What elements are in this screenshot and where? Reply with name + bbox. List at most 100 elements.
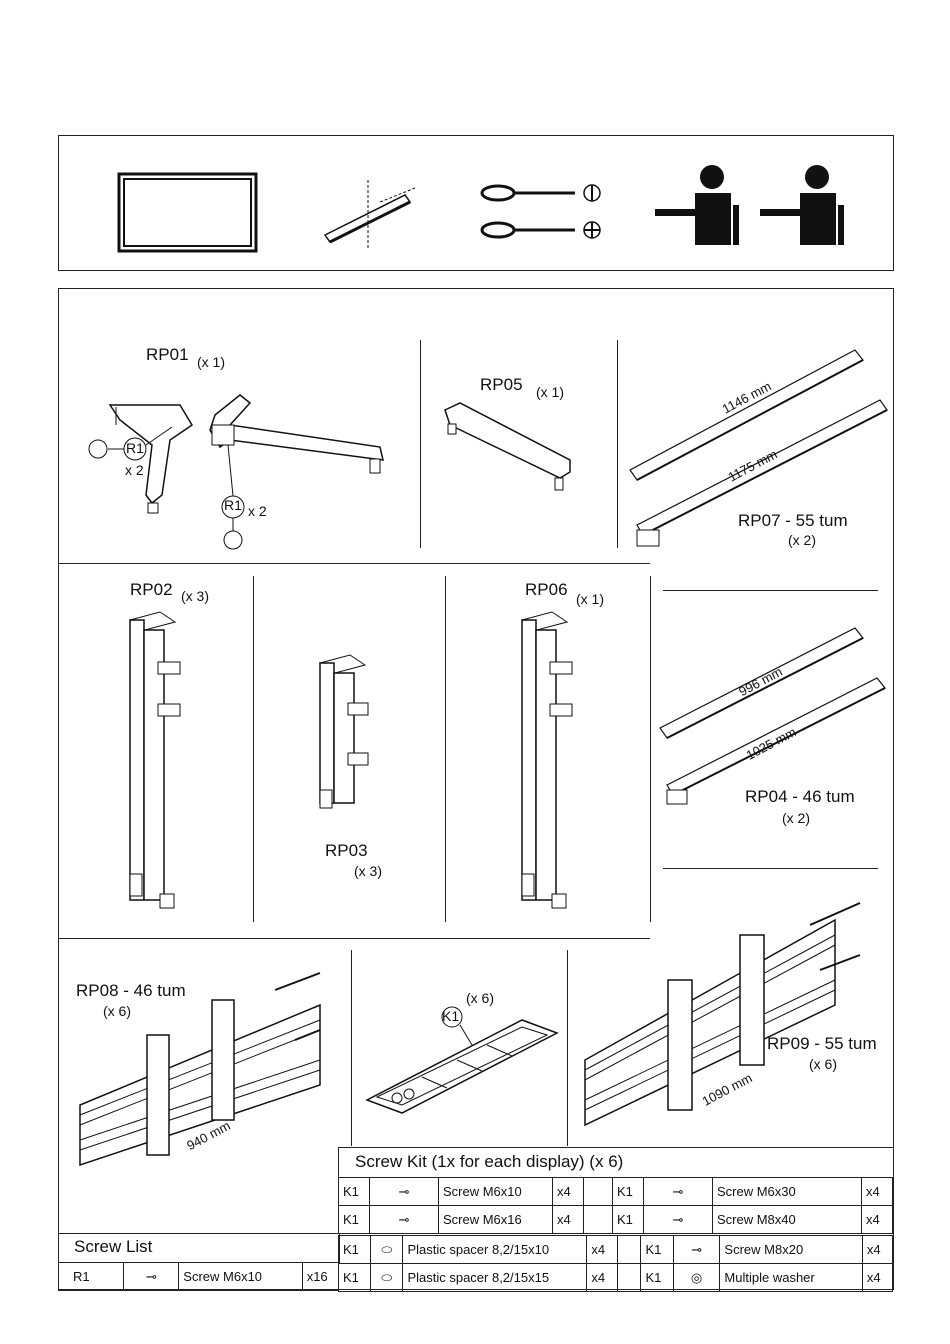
qty-cell: x4 [552, 1205, 584, 1234]
rp09-name: RP09 - 55 tum [767, 1034, 877, 1053]
desc-cell: Plastic spacer 8,2/15x10 [402, 1235, 588, 1264]
screw-medium-icon: ⊸ [369, 1205, 439, 1234]
qty-cell: x4 [861, 1205, 893, 1234]
two-persons-icon [655, 165, 844, 245]
rp01-screw-qty-1: x 2 [125, 462, 144, 478]
rp08-name: RP08 - 46 tum [76, 981, 186, 1000]
rp05-qty: (x 1) [536, 384, 564, 400]
spacer-cell [583, 1205, 613, 1234]
screw-long-icon: ⊸ [643, 1177, 713, 1206]
rp04-drawing [659, 627, 886, 805]
rp05-name: RP05 [480, 375, 523, 394]
rp03-name: RP03 [325, 841, 368, 860]
code-cell: K1 [640, 1263, 674, 1292]
rp06-name: RP06 [525, 580, 568, 599]
rp03-qty: (x 3) [354, 863, 382, 879]
code-cell: R1 [57, 1262, 125, 1291]
desc-cell: Plastic spacer 8,2/15x15 [402, 1263, 588, 1292]
rp04-qty: (x 2) [782, 810, 810, 826]
screw-kit-table: K1 ⊸ Screw M6x10 x4 K1 ⊸ Screw M6x30 x4 … [338, 1177, 893, 1234]
rp04-name: RP04 - 46 tum [745, 787, 855, 806]
spacer-icon: ⬭ [370, 1263, 404, 1292]
qty-cell: x16 [301, 1262, 340, 1291]
divider [445, 576, 446, 922]
screw-kit-box-drawing [365, 1006, 559, 1114]
phillips-screwdriver-icon [480, 221, 601, 239]
code-cell: K1 [612, 1205, 644, 1234]
rp01-qty: (x 1) [197, 354, 225, 370]
spacer-cell [616, 1235, 642, 1264]
desc-cell: Screw M8x20 [719, 1235, 863, 1264]
desc-cell: Screw M6x16 [438, 1205, 553, 1234]
qty-cell: x4 [552, 1177, 584, 1206]
tools-panel [58, 135, 894, 271]
spacer-icon: ⬭ [370, 1235, 404, 1264]
rp09-qty: (x 6) [809, 1056, 837, 1072]
rp01-screw-qty-2: x 2 [248, 503, 267, 519]
code-cell: K1 [612, 1177, 644, 1206]
rp06-drawing [520, 611, 573, 909]
qty-cell: x4 [861, 1263, 894, 1292]
divider [58, 938, 650, 939]
rp02-name: RP02 [130, 580, 173, 599]
desc-cell: Multiple washer [719, 1263, 863, 1292]
washer-icon: ◎ [672, 1263, 721, 1292]
code-cell: K1 [338, 1205, 370, 1234]
code-cell: K1 [337, 1235, 372, 1264]
divider [617, 340, 618, 548]
divider [420, 340, 421, 548]
spacer-cell [616, 1263, 642, 1292]
desc-cell: Screw M6x10 [178, 1262, 303, 1291]
spacer-cell [583, 1177, 613, 1206]
spirit-level-icon [323, 180, 416, 248]
divider [650, 576, 651, 922]
table-row: K1 ⊸ Screw M6x16 x4 K1 ⊸ Screw M8x40 x4 [338, 1205, 893, 1234]
rp06-qty: (x 1) [576, 591, 604, 607]
desc-cell: Screw M6x10 [438, 1177, 553, 1206]
screw-kit-title: Screw Kit (1x for each display) (x 6) [355, 1152, 624, 1171]
table-row: K1 ⊸ Screw M6x10 x4 K1 ⊸ Screw M6x30 x4 [338, 1177, 893, 1206]
screw-kit-table-lower: K1 ⬭ Plastic spacer 8,2/15x10 x4 K1 ⊸ Sc… [337, 1235, 894, 1292]
divider [663, 868, 878, 869]
screw-short-icon: ⊸ [123, 1262, 180, 1291]
table-row: K1 ⬭ Plastic spacer 8,2/15x15 x4 K1 ◎ Mu… [337, 1263, 894, 1292]
qty-cell: x4 [586, 1235, 618, 1264]
desc-cell: Screw M6x30 [712, 1177, 862, 1206]
k1-label: K1 [442, 1008, 460, 1024]
qty-cell: x4 [586, 1263, 618, 1292]
divider [567, 950, 568, 1146]
rp07-qty: (x 2) [788, 532, 816, 548]
table-row: K1 ⬭ Plastic spacer 8,2/15x10 x4 K1 ⊸ Sc… [337, 1235, 894, 1264]
table-row: R1 ⊸ Screw M6x10 x16 [57, 1262, 340, 1291]
screw-short-icon: ⊸ [672, 1235, 721, 1264]
display-frame-icon [117, 172, 258, 253]
qty-cell: x4 [861, 1235, 894, 1264]
screw-list-table: R1 ⊸ Screw M6x10 x16 [57, 1262, 340, 1291]
rp02-drawing [128, 611, 181, 909]
divider [58, 563, 650, 564]
code-cell: K1 [338, 1177, 370, 1206]
divider [351, 950, 352, 1146]
divider [253, 576, 254, 922]
desc-cell: Screw M8x40 [712, 1205, 862, 1234]
rp09-drawing [584, 902, 861, 1127]
code-cell: K1 [337, 1263, 372, 1292]
rp02-qty: (x 3) [181, 588, 209, 604]
rp01-screw-label-1: R1 [126, 440, 144, 456]
rp05-drawing [444, 402, 571, 491]
rp08-drawing [79, 972, 321, 1167]
code-cell: K1 [640, 1235, 674, 1264]
rp07-name: RP07 - 55 tum [738, 511, 848, 530]
rp01-screw-label-2: R1 [224, 497, 242, 513]
flat-screwdriver-icon [480, 184, 601, 202]
rp01-drawing [88, 394, 384, 550]
k1-qty: (x 6) [466, 990, 494, 1006]
divider [663, 590, 878, 591]
rp01-name: RP01 [146, 345, 189, 364]
screw-list-title: Screw List [74, 1237, 153, 1256]
rp08-qty: (x 6) [103, 1003, 131, 1019]
rp07-drawing [629, 349, 888, 547]
screw-short-icon: ⊸ [369, 1177, 439, 1206]
qty-cell: x4 [861, 1177, 893, 1206]
rp03-drawing [318, 654, 369, 809]
